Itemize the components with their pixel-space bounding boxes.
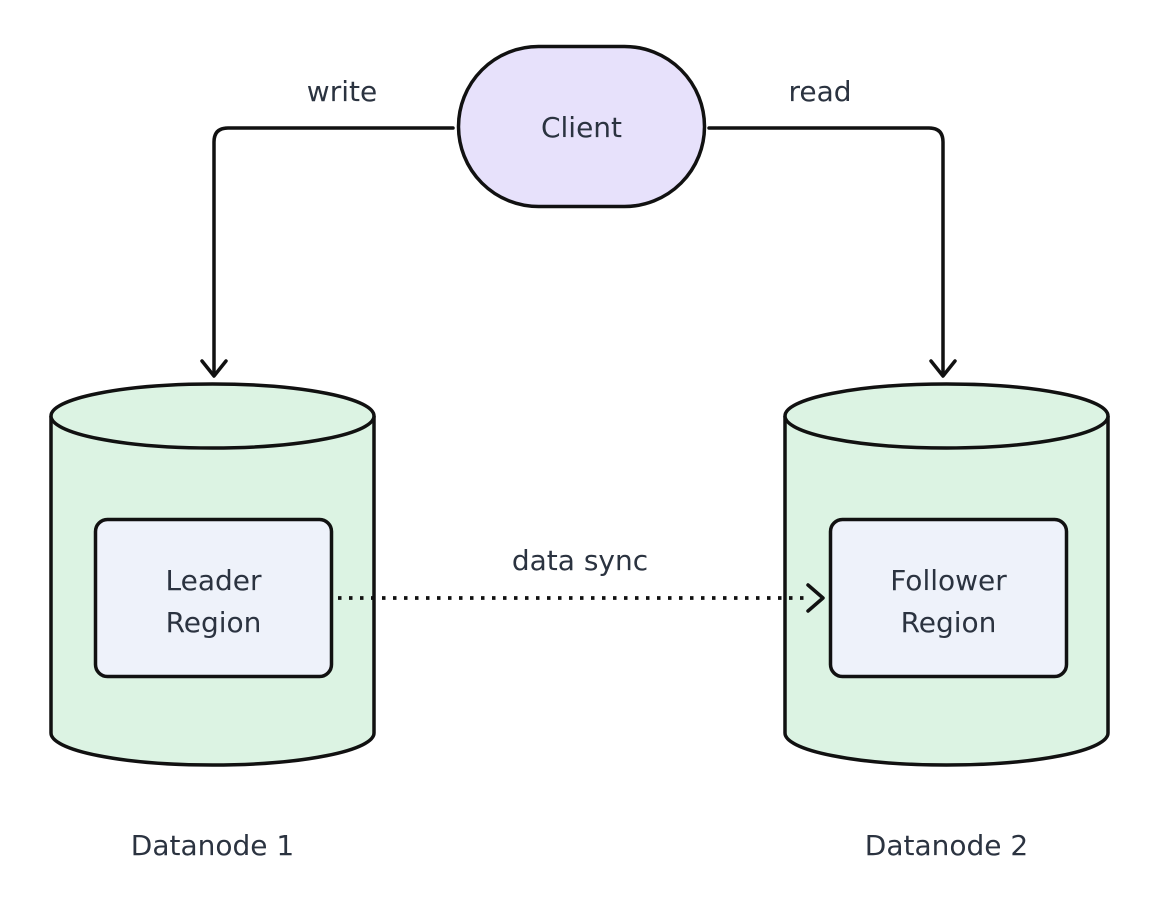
edge-read — [707, 126, 945, 374]
datanode2-caption: Datanode 2 — [865, 829, 1028, 862]
edge-read-label: read — [788, 75, 851, 108]
follower-region-label-line1: Follower — [890, 564, 1007, 597]
datanode2-cylinder-top — [783, 382, 1110, 450]
follower-region-box — [828, 517, 1069, 679]
edge-write — [212, 126, 455, 374]
leader-region-box — [93, 517, 334, 679]
leader-region-label-line2: Region — [166, 606, 262, 639]
edge-write-label: write — [307, 75, 377, 108]
edge-write-arrowhead — [200, 359, 228, 378]
datanode1-cylinder-top — [49, 382, 376, 450]
edge-datasync-arrowhead — [806, 583, 825, 613]
client-node — [456, 44, 707, 209]
edge-datasync-label: data sync — [512, 544, 648, 577]
follower-region-label-line2: Region — [901, 606, 997, 639]
datanode1-caption: Datanode 1 — [131, 829, 294, 862]
leader-region-label-line1: Leader — [165, 564, 261, 597]
client-label: Client — [541, 111, 622, 144]
edge-read-arrowhead — [929, 359, 957, 378]
